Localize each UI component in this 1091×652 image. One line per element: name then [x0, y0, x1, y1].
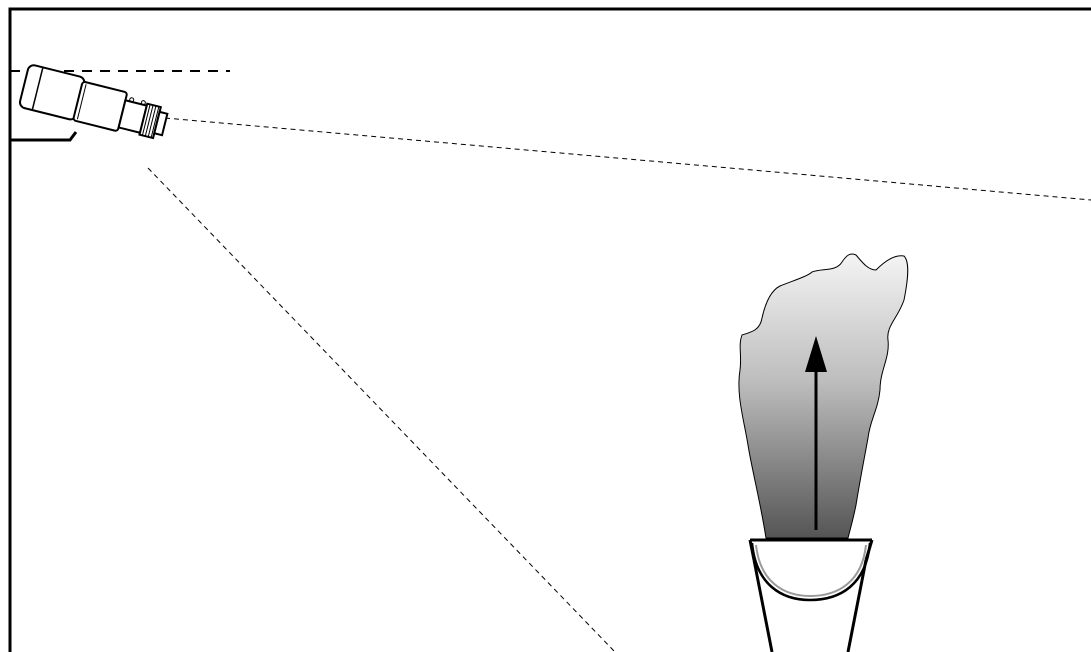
- smoke-source-container: [748, 538, 874, 652]
- field-of-view-lower-line: [147, 167, 616, 652]
- bowl: [750, 542, 872, 602]
- room-outline: [8, 7, 1091, 652]
- arrow-up-icon: [805, 336, 827, 530]
- security-camera-icon: [18, 64, 169, 140]
- camera-mount-bracket: [10, 131, 78, 142]
- field-of-view-upper-line: [164, 117, 1091, 201]
- smoke-plume: [738, 253, 909, 539]
